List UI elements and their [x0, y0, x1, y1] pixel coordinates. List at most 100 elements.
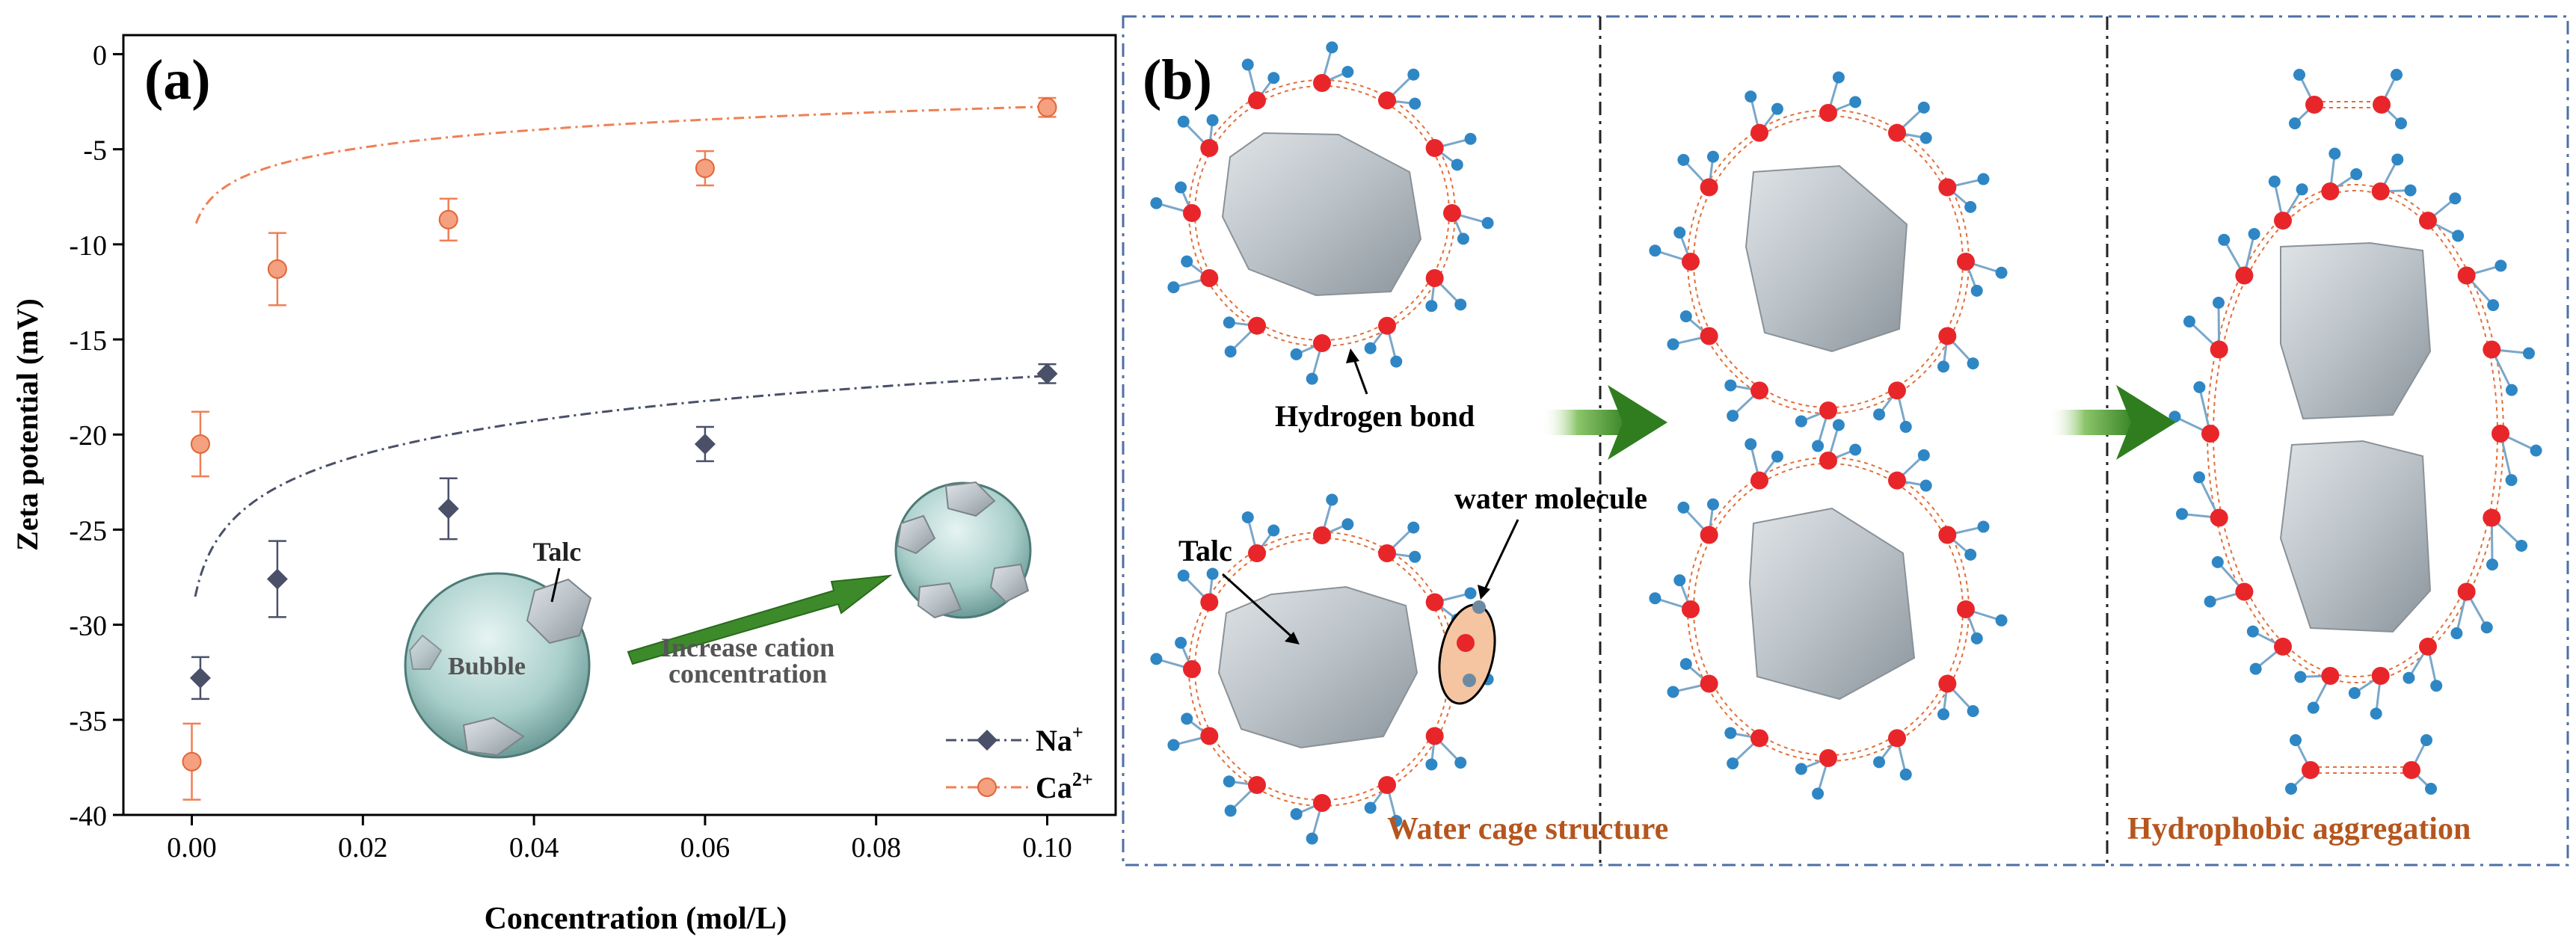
transition-arrow-1 — [1542, 385, 1667, 460]
hydrogen-atom — [2212, 296, 2225, 309]
hydrogen-atom — [2249, 662, 2262, 675]
increase-arrow-text-1: Increase cation — [661, 632, 834, 662]
y-tick-label: -15 — [69, 325, 107, 357]
hydrogen-atom — [2285, 783, 2297, 795]
legend-item-ca: Ca2+ — [946, 769, 1093, 804]
hydrogen-atom — [2350, 168, 2363, 181]
hydrogen-atom — [1706, 498, 1719, 511]
hydrogen-atom — [2450, 627, 2463, 640]
data-point-ca — [438, 209, 458, 230]
panel-b-label: (b) — [1143, 49, 1212, 111]
hydrogen-atom — [1150, 197, 1163, 209]
pointer-arrowhead — [1346, 348, 1359, 363]
hydrogen-atom — [1341, 518, 1354, 531]
hydrogen-atom — [1451, 158, 1463, 171]
hydrogen-atom — [1724, 727, 1737, 739]
hydrogen-atom — [2425, 783, 2437, 795]
hydrogen-atom — [1181, 712, 1193, 725]
hydrogen-atom — [2293, 69, 2305, 81]
oxygen-atom — [2210, 340, 2228, 359]
talc-rock — [2279, 440, 2432, 633]
oxygen-atom — [1888, 123, 1906, 142]
hydrogen-atom — [2404, 184, 2417, 197]
hydrogen-atom — [2391, 153, 2404, 166]
water-molecule-highlight — [1438, 603, 1496, 705]
hydrogen-atom — [2494, 259, 2507, 272]
oxygen-atom — [1313, 526, 1331, 544]
oxygen-atom — [1700, 178, 1718, 197]
hydrogen-atom — [1181, 255, 1193, 268]
hydrogen-atom — [1341, 66, 1354, 79]
oxygen-atom — [2321, 667, 2340, 686]
hydrogen-atom — [2505, 384, 2518, 396]
hydrogen-atom — [1677, 153, 1690, 166]
oxygen-atom — [1443, 204, 1461, 222]
oxygen-atom — [2305, 96, 2323, 114]
hydrogen-atom — [2430, 680, 2443, 692]
hydrogen-atom — [1224, 804, 1237, 817]
hydrogen-atom — [2193, 381, 2206, 393]
legend-label-ca: Ca — [1036, 771, 1072, 804]
hydrogen-atom — [2204, 595, 2216, 608]
oxygen-atom — [2419, 212, 2437, 230]
oxygen-atom — [2235, 266, 2254, 285]
oxygen-atom — [1313, 334, 1331, 352]
inset-illustration: Talc Bubble Increase cation concentratio… — [404, 481, 1032, 759]
hydrogen-atom — [1407, 521, 1420, 534]
hydrogen-atom — [1290, 807, 1303, 820]
talc-rock — [1217, 585, 1418, 749]
hydrogen-atom — [2183, 316, 2195, 328]
hydrogen-atom — [1425, 300, 1438, 313]
y-tick-label: 0 — [93, 40, 107, 71]
talc-particle — [989, 563, 1030, 603]
hydrogen-atom — [2486, 558, 2499, 571]
hydrogen-atom — [2328, 147, 2341, 160]
hydrogen-atom — [2168, 410, 2181, 423]
hydrogen-atom — [1177, 569, 1190, 582]
hydrogen-bond-label: Hydrogen bond — [1275, 399, 1475, 433]
legend-item-na: Na+ — [946, 721, 1083, 757]
svg-text:Na+: Na+ — [1036, 721, 1083, 757]
hydrogen-atom — [1223, 775, 1235, 788]
hydrogen-atom — [1167, 739, 1180, 751]
hydrogen-atom — [1457, 233, 1469, 245]
hydrogen-atom — [1364, 342, 1377, 354]
oxygen-atom — [1750, 729, 1768, 748]
hydrogen-atom — [2452, 230, 2465, 242]
oxygen-atom — [1888, 381, 1906, 400]
y-tick-label: -5 — [83, 135, 107, 167]
hydrogen-atom — [1995, 266, 2008, 279]
hydrogen-atom — [1390, 815, 1403, 828]
hydrogen-atom — [1290, 348, 1303, 360]
hydrogen-atom — [1407, 68, 1420, 81]
hydrogen-atom — [1832, 71, 1845, 84]
hydrogen-atom — [1937, 708, 1950, 721]
hydrogen-atom — [1326, 493, 1338, 506]
hydrogen-atom — [1677, 501, 1690, 514]
hydrogen-atom — [1745, 438, 1757, 451]
hydrogen-atom — [2420, 734, 2432, 746]
talc-rock — [1221, 132, 1422, 297]
oxygen-atom — [1378, 91, 1396, 110]
hydrogen-atom — [1364, 801, 1377, 814]
hydrogen-atom — [2211, 555, 2224, 568]
hydrogen-atom — [1795, 763, 1807, 775]
hydrogen-atom — [2348, 686, 2361, 699]
hydrogen-atom — [1409, 550, 1421, 563]
hydrogen-atom — [1873, 756, 1886, 769]
plot-frame — [122, 34, 1117, 816]
hydrogen-atom — [1464, 587, 1477, 600]
hydrogen-atom — [1679, 310, 1692, 323]
y-axis-label: Zeta potential (mV) — [10, 298, 44, 551]
talc-particle — [526, 578, 592, 644]
oxygen-atom — [1200, 727, 1219, 745]
oxygen-atom — [1888, 471, 1906, 490]
oxygen-atom — [1938, 674, 1957, 693]
y-axis-ticks: 0-5-10-15-20-25-30-35-40 — [69, 40, 123, 832]
x-tick-label: 0.10 — [1022, 832, 1072, 864]
hydrogen-atom — [1873, 408, 1886, 421]
oxygen-atom — [1378, 316, 1396, 335]
data-point-ca — [1037, 97, 1057, 117]
talc-label-b: Talc — [1178, 534, 1232, 567]
